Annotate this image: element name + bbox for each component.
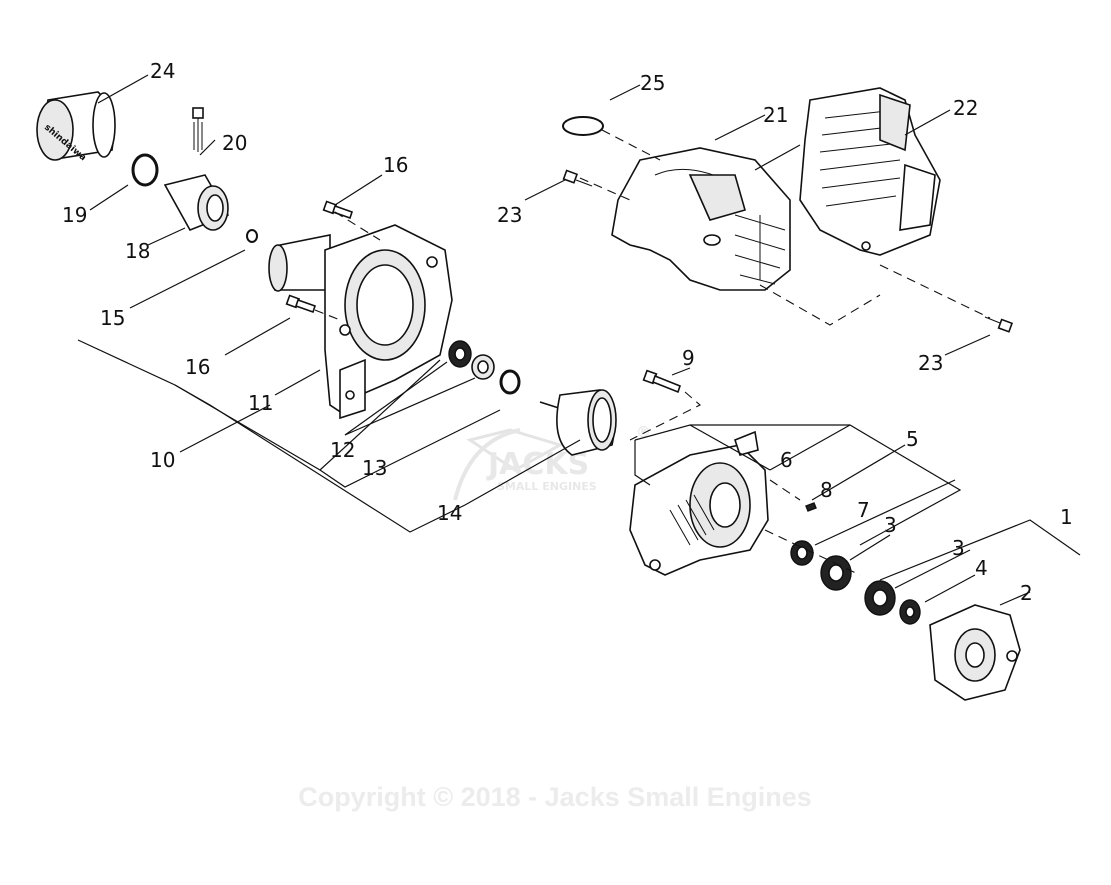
callout-25: 25	[640, 71, 665, 95]
part-18-clamp	[163, 174, 230, 232]
part-4-seal	[899, 599, 921, 625]
part-22-muffler-cover	[799, 87, 941, 256]
callout-10: 10	[150, 448, 175, 472]
callout-24: 24	[150, 59, 175, 83]
callout-12: 12	[330, 438, 355, 462]
part-11-housing	[268, 224, 453, 420]
callout-13: 13	[362, 456, 387, 480]
callout-20: 20	[222, 131, 247, 155]
callout-16-lower: 16	[185, 355, 210, 379]
part-16-screw-upper	[322, 200, 354, 220]
callout-6: 6	[780, 448, 793, 472]
dashed-guide-lines	[314, 129, 991, 576]
part-9-bolt	[642, 369, 681, 394]
callout-22: 22	[953, 96, 978, 120]
part-24-tube: shindaiwa	[36, 91, 116, 163]
callout-11: 11	[248, 391, 273, 415]
part-23-screw-upper	[562, 169, 593, 187]
callout-23-lower: 23	[918, 351, 943, 375]
callout-19: 19	[62, 203, 87, 227]
part-21-shroud	[611, 147, 791, 291]
callout-15: 15	[100, 306, 125, 330]
part-13-snap-ring	[499, 369, 521, 395]
callout-1: 1	[1060, 505, 1073, 529]
part-14-clutch-drum	[539, 389, 617, 456]
watermark-logo-sub: SMALL ENGINES	[497, 480, 597, 493]
leader-lines	[77, 74, 1081, 606]
callout-8: 8	[820, 478, 833, 502]
part-3-bearing-a	[820, 555, 852, 591]
callout-23-upper: 23	[497, 203, 522, 227]
part-8-pin	[805, 502, 817, 512]
copyright-watermark: Copyright © 2018 - Jacks Small Engines	[298, 782, 812, 812]
callout-3-upper: 3	[884, 513, 897, 537]
jacks-watermark-logo: JACKS SMALL ENGINES ®	[453, 423, 651, 501]
callout-7: 7	[857, 498, 870, 522]
part-19-snap-ring	[131, 153, 159, 187]
callout-5: 5	[906, 427, 919, 451]
callout-21: 21	[763, 103, 788, 127]
callout-18: 18	[125, 239, 150, 263]
callout-4: 4	[975, 556, 988, 580]
part-7-seal	[790, 540, 814, 566]
part-3-bearing-b	[864, 580, 896, 616]
part-16-screw-lower	[285, 294, 317, 314]
part-23-screw-lower	[984, 316, 1014, 333]
part-12-bearing-a	[448, 340, 472, 368]
part-20-bolt	[192, 107, 204, 152]
callout-9: 9	[682, 346, 695, 370]
part-2-crankcase-half	[929, 604, 1021, 701]
callout-16-upper: 16	[383, 153, 408, 177]
part-12-bearing-b	[471, 354, 495, 380]
part-6-crankcase	[629, 430, 769, 576]
callout-2: 2	[1020, 581, 1033, 605]
callout-14: 14	[437, 501, 462, 525]
callout-3-lower: 3	[952, 536, 965, 560]
callout-labels: 24 19 20 18 16 15 16 11 10 12 13 14 25 2…	[62, 59, 1073, 605]
part-25-ring	[562, 116, 604, 136]
part-15-o-ring	[246, 229, 258, 243]
